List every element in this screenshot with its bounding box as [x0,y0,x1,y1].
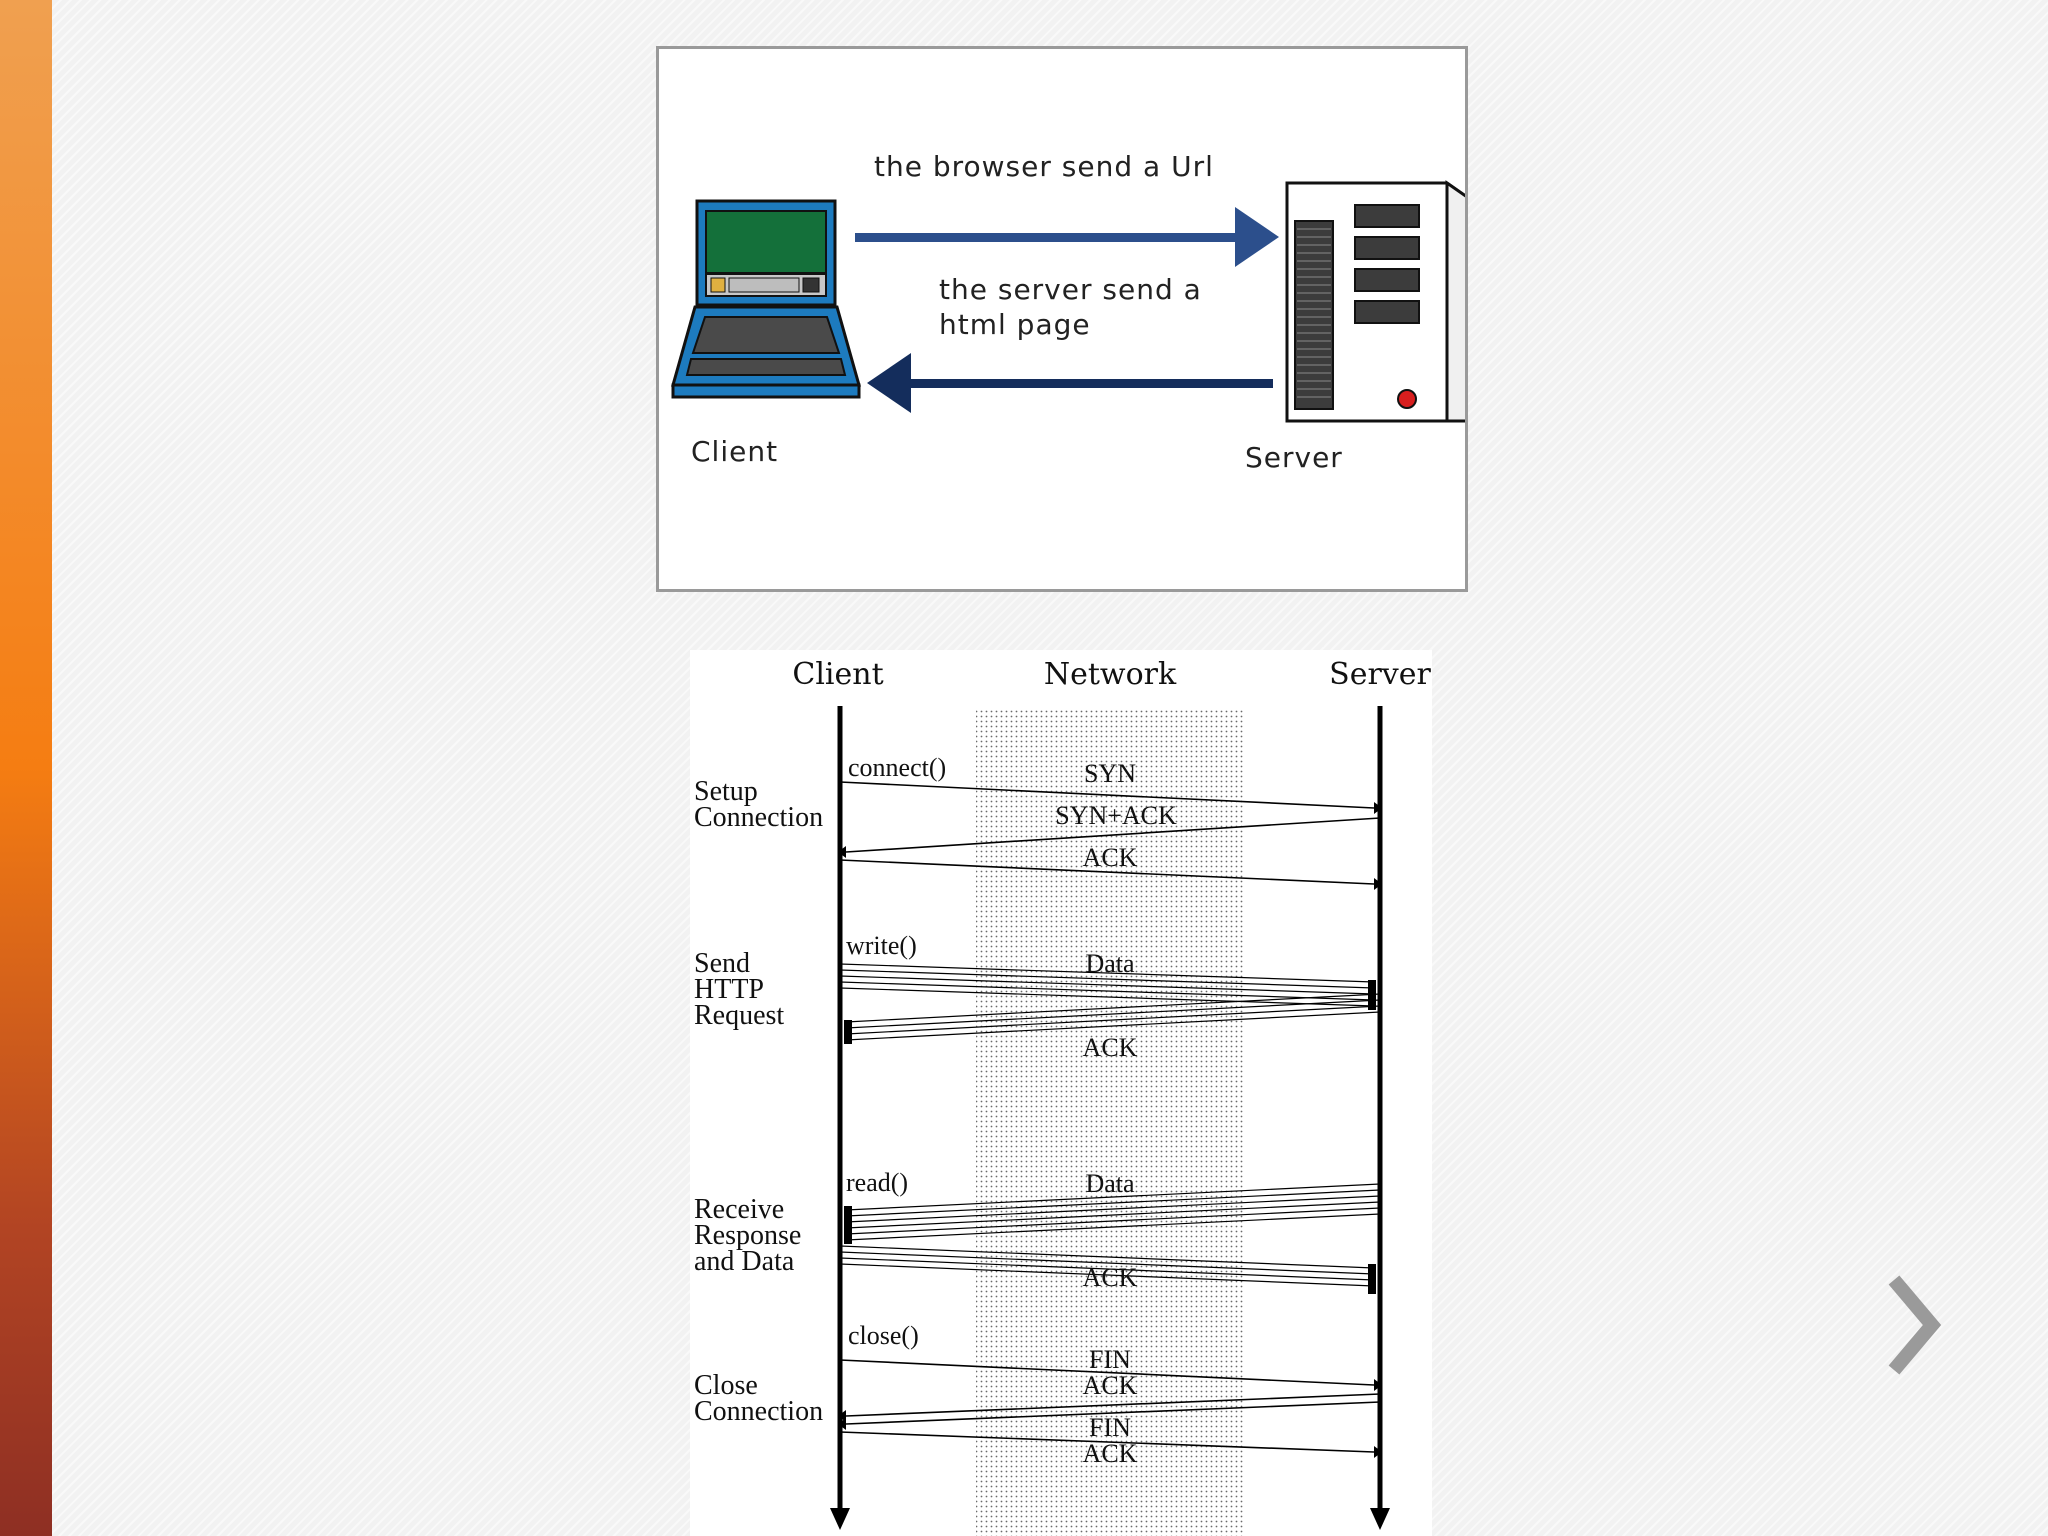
response-label-line1: the server send a [939,273,1202,306]
phase-send-http-request: Send HTTP Request [694,948,784,1031]
request-data-lines [839,963,1375,1007]
phase-label-line: Setup [694,776,758,807]
close-call-label: close() [848,1321,919,1350]
server-lifeline [1370,706,1390,1530]
syn-ack-message-arrow [845,817,1381,853]
fin-label: FIN [1089,1413,1131,1442]
phase-label-line: Send [694,948,750,979]
phase-label-line: Request [694,1000,784,1031]
close-message-lines [839,1359,1381,1453]
arrowhead [838,1410,846,1422]
phase-receive-response: Receive Response and Data [694,1194,801,1277]
sequence-diagram: Client Network Server Setup Connection S… [690,650,1432,1536]
arrowhead [838,1418,846,1430]
arrowhead [1374,878,1382,890]
close-ack-label: ACK [1083,1439,1138,1468]
client-header: Client [792,657,883,692]
arrowhead [1374,1446,1382,1458]
write-call-label: write() [846,931,917,960]
fin-client-arrow [839,1359,1375,1386]
response-ack-lines [839,1245,1375,1287]
ack-message-arrow [839,859,1375,885]
setup-message-lines [839,781,1381,885]
response-data-label: Data [1085,1169,1135,1198]
ack-label: ACK [1083,843,1138,872]
read-call-label: read() [846,1168,908,1197]
fin-label: FIN [1089,1345,1131,1374]
network-header: Network [1044,657,1177,692]
arrowhead [1374,1379,1382,1391]
connect-call-label: connect() [848,753,946,782]
laptop-icon [671,199,861,399]
client-label: Client [691,435,778,468]
ack-server-arrow [845,1393,1381,1417]
server-tower-icon [1285,180,1465,423]
arrowhead-stack [1368,1264,1376,1294]
arrowhead-stack [844,1020,852,1044]
client-server-diagram: the browser send a Url the server send a… [656,46,1468,592]
request-data-label: Data [1085,949,1135,978]
request-label: the browser send a Url [874,150,1214,183]
accent-side-bar [0,0,52,1536]
response-data-lines [845,1183,1381,1241]
arrowhead-stack [844,1206,852,1244]
client-server-diagram-canvas: the browser send a Url the server send a… [671,150,1465,474]
syn-message-arrow [839,781,1375,809]
response-ack-label: ACK [1083,1263,1138,1292]
client-lifeline [830,706,850,1530]
phase-label-line: Receive [694,1194,784,1225]
phase-label-line: Connection [694,802,823,833]
arrowhead-stack [1368,980,1376,1010]
chevron-right-icon[interactable] [1880,1270,1950,1380]
phase-label-line: and Data [694,1246,795,1277]
phase-label-line: HTTP [694,974,764,1005]
close-ack-label: ACK [1083,1371,1138,1400]
sequence-diagram-canvas: Client Network Server Setup Connection S… [694,657,1431,1536]
phase-setup-connection: Setup Connection [694,776,823,833]
server-header: Server [1329,657,1431,692]
phase-label-line: Connection [694,1396,823,1427]
server-label: Server [1245,441,1343,474]
phase-close-connection: Close Connection [694,1370,823,1427]
fin-server-arrow [845,1401,1381,1425]
syn-ack-label: SYN+ACK [1055,801,1177,830]
ack-client-arrow [839,1431,1375,1453]
arrowhead [838,846,846,858]
syn-label: SYN [1084,759,1136,788]
request-ack-label: ACK [1083,1033,1138,1062]
arrowhead [1374,802,1382,814]
phase-label-line: Close [694,1370,758,1401]
phase-label-line: Response [694,1220,801,1251]
network-zone [976,710,1244,1536]
next-slide-button[interactable] [1880,1270,1950,1380]
request-ack-lines [845,993,1381,1041]
request-arrow [855,207,1279,267]
response-label-line2: html page [939,308,1091,341]
response-arrow [867,353,1273,413]
